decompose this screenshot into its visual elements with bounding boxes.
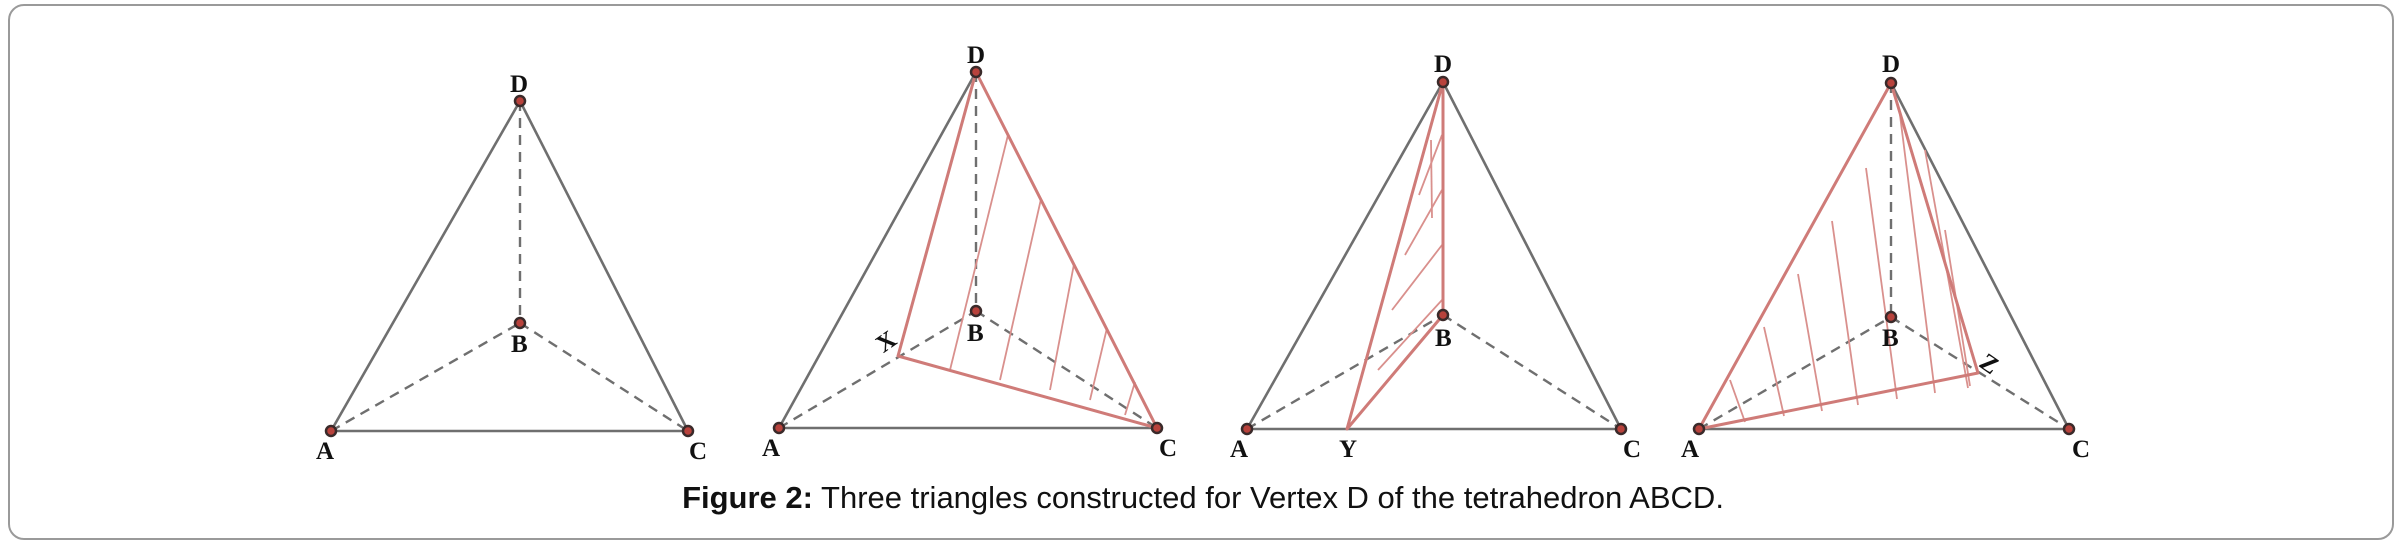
vertex-A: [1692, 422, 1706, 436]
vertex-B: [513, 316, 527, 330]
vertex-C: [681, 424, 695, 438]
figure-frame: [8, 4, 2394, 540]
label-A: A: [762, 435, 780, 462]
vertex-D: [1436, 75, 1450, 89]
caption-label: Figure 2:: [682, 480, 813, 515]
label-Z: Z: [1974, 348, 2003, 380]
vertex-D: [969, 65, 983, 79]
label-X: X: [871, 326, 901, 358]
caption-text: Three triangles constructed for Vertex D…: [812, 480, 1724, 515]
hatching-DYB: [1377, 134, 1443, 371]
edge-AB-hidden: [330, 321, 521, 433]
vertex-C: [2062, 422, 2076, 436]
label-C: C: [689, 438, 707, 465]
vertex-D: [1884, 76, 1898, 90]
label-D: D: [967, 42, 985, 69]
edge-AB-hidden: [1698, 315, 1892, 431]
label-A: A: [1681, 436, 1699, 463]
label-B: B: [1882, 325, 1899, 352]
edge-BC-hidden: [1442, 313, 1622, 431]
label-D: D: [1882, 51, 1900, 78]
edge-DC: [1441, 81, 1623, 430]
edge-AB-hidden: [778, 309, 977, 430]
vertex-B: [969, 304, 983, 318]
tetrahedron-panel-4: D B A C Z: [1681, 51, 2090, 463]
label-D: D: [510, 71, 528, 98]
hatching-DAZ: [1729, 114, 1971, 423]
label-A: A: [1230, 436, 1248, 463]
triangle-DXC: [896, 70, 1159, 430]
edge-AD: [1245, 81, 1445, 430]
vertex-B: [1436, 308, 1450, 322]
label-A: A: [316, 438, 334, 465]
triangle-DAZ: [1697, 81, 1980, 431]
vertex-B: [1884, 310, 1898, 324]
vertex-C: [1150, 421, 1164, 435]
edge-DC: [1889, 82, 2071, 430]
edge-AD: [777, 71, 978, 429]
edge-BC-hidden: [519, 321, 689, 433]
tetrahedron-panel-3: D B A C Y: [1230, 51, 1641, 463]
vertex-C: [1614, 422, 1628, 436]
triangle-DYB: [1345, 80, 1445, 431]
label-D: D: [1434, 51, 1452, 78]
label-C: C: [1159, 435, 1177, 462]
edge-AD: [329, 100, 522, 432]
edge-DC: [518, 100, 690, 432]
vertex-A: [772, 421, 786, 435]
vertex-A: [1240, 422, 1254, 436]
label-C: C: [2072, 436, 2090, 463]
vertex-D: [513, 94, 527, 108]
label-B: B: [1435, 325, 1452, 352]
label-C: C: [1623, 436, 1641, 463]
tetrahedron-panel-1: D B A C: [316, 71, 707, 465]
vertex-A: [324, 424, 338, 438]
tetrahedron-panel-2: D B A C X: [762, 42, 1177, 462]
edge-BC-hidden: [1890, 315, 2070, 431]
label-B: B: [967, 320, 984, 347]
label-B: B: [511, 331, 528, 358]
label-Y: Y: [1339, 436, 1357, 463]
hatching-DXC: [949, 134, 1136, 416]
figure-caption: Figure 2: Three triangles constructed fo…: [0, 480, 2406, 516]
